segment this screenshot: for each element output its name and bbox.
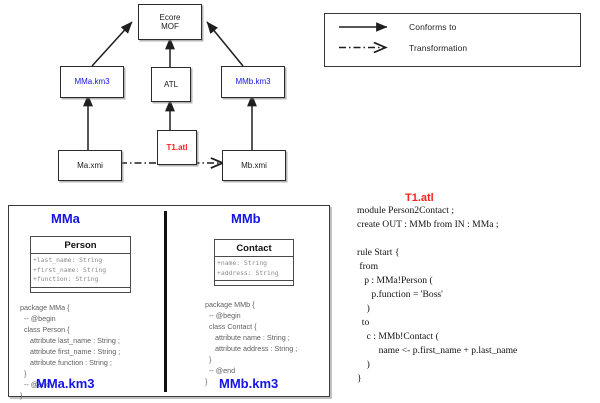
diagram-arrows <box>83 21 257 190</box>
node-mb-xmi[interactable]: Mb.xmi <box>222 150 286 181</box>
node-ecore-mof[interactable]: Ecore MOF <box>138 4 202 40</box>
uml-class-name: Person <box>31 237 130 254</box>
node-label: T1.atl <box>166 142 188 152</box>
dash-dot-arrow-icon <box>339 42 399 53</box>
mma-km3-code: package MMa { -- @begin class Person { a… <box>20 303 121 400</box>
mma-title: MMa <box>51 211 80 226</box>
mmb-footer: MMb.km3 <box>219 376 279 391</box>
uml-operations <box>31 288 130 292</box>
atl-source-code: module Person2Contact ; create OUT : MMb… <box>357 205 518 384</box>
uml-attributes: +name: String +address: String <box>215 257 293 282</box>
uml-attribute: +first_name: String <box>33 265 107 274</box>
legend-item-conforms-to: Conforms to <box>337 22 456 32</box>
node-atl[interactable]: ATL <box>151 67 191 102</box>
node-label: MMb.km3 <box>235 77 271 87</box>
mmb-title: MMb <box>231 211 261 226</box>
legend-item-transformation: Transformation <box>337 42 467 53</box>
architecture-diagram: Ecore MOF MMa.km3 ATL MMb.km3 T1.atl Ma.… <box>0 0 320 190</box>
uml-attribute: +last_name: String <box>33 256 103 264</box>
uml-attribute: +address: String <box>217 268 279 277</box>
metamodels-panel: MMa Person +last_name: String +first_nam… <box>8 205 330 400</box>
legend-label: Conforms to <box>409 22 457 32</box>
mmb-km3-code: package MMb { -- @begin class Contact { … <box>205 300 298 386</box>
node-label: Mb.xmi <box>241 160 267 170</box>
uml-attributes: +last_name: String +first_name: String +… <box>31 254 130 288</box>
node-t1-atl[interactable]: T1.atl <box>157 130 197 165</box>
legend-label: Transformation <box>409 42 468 53</box>
uml-attribute: +name: String <box>217 259 268 267</box>
node-label-line1: Ecore <box>159 12 181 22</box>
solid-arrow-icon <box>339 22 388 32</box>
panel-divider <box>164 211 167 392</box>
node-label: ATL <box>163 79 179 89</box>
node-label: MMa.km3 <box>74 77 110 87</box>
node-mmb-km3[interactable]: MMb.km3 <box>221 66 285 98</box>
node-mma-km3[interactable]: MMa.km3 <box>60 66 124 98</box>
atl-title: T1.atl <box>405 192 434 204</box>
node-label-line2: MOF <box>161 22 179 31</box>
uml-attribute: +function: String <box>33 275 99 284</box>
mma-footer: MMa.km3 <box>36 376 95 391</box>
uml-class-person[interactable]: Person +last_name: String +first_name: S… <box>30 236 131 293</box>
node-label: Ma.xmi <box>77 160 103 170</box>
uml-class-contact[interactable]: Contact +name: String +address: String <box>214 239 294 287</box>
uml-operations <box>215 281 293 285</box>
legend: Conforms to Transformation <box>324 13 581 67</box>
node-ma-xmi[interactable]: Ma.xmi <box>58 150 122 181</box>
uml-class-name: Contact <box>215 240 293 257</box>
